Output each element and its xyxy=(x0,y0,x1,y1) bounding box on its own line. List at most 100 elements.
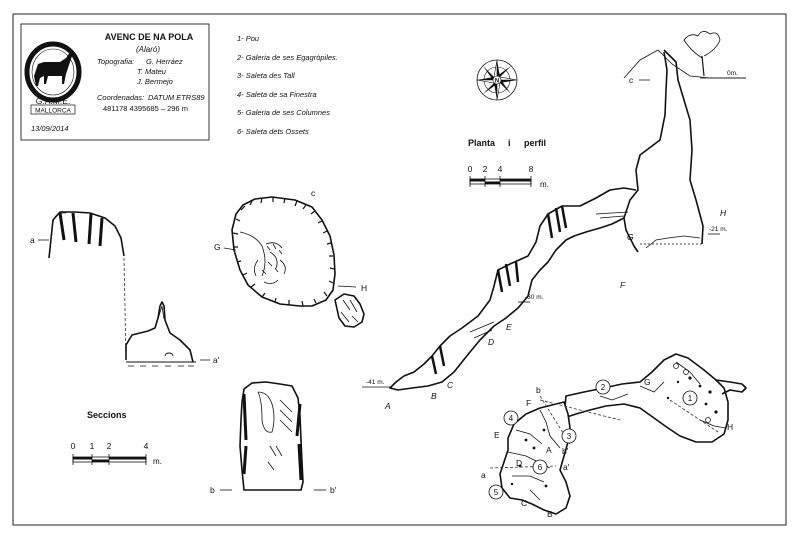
svg-text:2: 2 xyxy=(601,383,606,392)
plan-outline-main xyxy=(563,353,729,443)
sec-scale-tick-0: 0 xyxy=(71,441,76,451)
cave-profile: 0m. c H -21 m. G F -30 m. E D C B A -41 … xyxy=(362,31,746,411)
survey-date: 13/09/2014 xyxy=(31,124,69,133)
plan-number-1: 1 xyxy=(682,390,698,406)
plan-scale-unit: m. xyxy=(540,180,549,189)
sections-scale: Seccions 0 1 2 4 m. xyxy=(71,410,162,466)
author-1: G. Herráez xyxy=(146,57,183,66)
profile-label-E: E xyxy=(506,322,512,332)
sec-scale-tick-2: 2 xyxy=(107,441,112,451)
plan-scale-tick-0: 0 xyxy=(468,164,473,174)
plan-title-b: i xyxy=(508,138,511,148)
plan-label-F: F xyxy=(526,398,531,408)
plan-label-D: D xyxy=(516,458,522,468)
author-3: J. Bermejo xyxy=(136,77,173,86)
profile-label-D: D xyxy=(488,337,494,347)
depth-30: -30 m. xyxy=(525,294,544,301)
section-label-G: G xyxy=(214,242,221,252)
plan-profile-title: Planta i perfil xyxy=(468,138,546,148)
title-block-frame xyxy=(20,23,210,141)
datum: DATUM ETRS89 xyxy=(148,93,205,102)
section-b: b b' xyxy=(210,381,337,495)
profile-gallery-lower xyxy=(397,217,625,391)
svg-text:5: 5 xyxy=(494,488,499,497)
section-label-a-prime: a' xyxy=(213,355,220,365)
sections-title: Seccions xyxy=(87,410,127,420)
profile-label-c: c xyxy=(629,75,634,85)
section-label-c: c xyxy=(311,188,316,198)
depth-21: -21 m. xyxy=(709,226,728,233)
depth-0: 0m. xyxy=(727,70,738,77)
section-a-lower xyxy=(125,301,194,363)
compass-rose-icon: N xyxy=(476,59,518,101)
section-label-b: b xyxy=(210,485,215,495)
logo-sub-box xyxy=(30,104,76,115)
author-2: T. Mateu xyxy=(137,67,167,76)
plan-label-A: A xyxy=(546,445,552,455)
section-label-H: H xyxy=(361,283,367,293)
profile-shaft-right xyxy=(663,49,704,245)
profile-label-H: H xyxy=(720,208,727,218)
profile-label-F: F xyxy=(620,280,626,290)
plan-number-2: 2 xyxy=(595,379,611,395)
sec-scale-tick-1: 1 xyxy=(90,441,95,451)
sheet-frame xyxy=(12,13,787,526)
section-c: c G H xyxy=(214,188,367,328)
profile-shaft-left xyxy=(623,51,668,253)
plan-number-4: 4 xyxy=(503,410,519,426)
plan-H-passage xyxy=(715,379,747,395)
coords-value: 481178 4395685 – 296 m xyxy=(103,104,188,113)
plan-title-c: perfil xyxy=(524,138,546,148)
svg-text:4: 4 xyxy=(509,414,514,423)
legend-item-4: 4- Saleta de sa Finestra xyxy=(237,90,317,99)
svg-text:3: 3 xyxy=(567,432,572,441)
section-label-a: a xyxy=(30,235,35,245)
section-a-ceiling xyxy=(48,211,125,259)
logo-ring-icon xyxy=(24,41,82,103)
tree-icon xyxy=(683,31,721,77)
plan-label-H: H xyxy=(727,422,733,432)
section-c-outline xyxy=(231,196,336,307)
legend-item-3: 3- Saleta des Tall xyxy=(237,71,295,80)
plan-number-3: 3 xyxy=(561,428,577,444)
sec-scale-tick-4: 4 xyxy=(144,441,149,451)
plan-scale-bar: 0 2 4 8 m. xyxy=(468,164,549,189)
plan-label-C: C xyxy=(521,498,527,508)
plan-label-b: b xyxy=(536,385,541,395)
legend-item-5: 5- Galeria de ses Columnes xyxy=(237,108,330,117)
svg-text:6: 6 xyxy=(538,463,543,472)
plan-label-E: E xyxy=(494,430,500,440)
cave-municipality: (Alaró) xyxy=(136,45,160,54)
depth-41: -41 m. xyxy=(366,379,385,386)
section-c-lobe xyxy=(334,293,365,328)
sec-scale-unit: m. xyxy=(153,457,162,466)
section-b-outline xyxy=(239,381,304,491)
profile-label-A: A xyxy=(384,401,391,411)
legend: 1- Pou 2- Galeria de ses Egagròpiles. 3-… xyxy=(236,34,338,136)
logo-sub: MALLORCA xyxy=(35,108,71,115)
plan-label-a: a xyxy=(481,470,486,480)
legend-item-1: 1- Pou xyxy=(237,34,260,43)
logo-name: G.A.M.E. xyxy=(36,96,70,106)
plan-title-a: Planta xyxy=(468,138,496,148)
title-block: G.A.M.E. MALLORCA AVENC DE NA POLA (Alar… xyxy=(20,23,210,141)
section-a: a a' xyxy=(30,211,220,367)
coords-label: Coordenadas: xyxy=(97,93,144,102)
profile-label-C: C xyxy=(447,380,454,390)
profile-label-G: G xyxy=(627,232,634,242)
game-logo: G.A.M.E. MALLORCA xyxy=(24,41,82,115)
plan-label-a-prime: a' xyxy=(563,462,570,472)
plan-label-b-prime: b' xyxy=(562,446,569,456)
plan-scale-tick-8: 8 xyxy=(529,164,534,174)
cave-plan: 1 2 3 4 5 6 G H F E D C B A b xyxy=(481,353,747,519)
plan-scale-tick-2: 2 xyxy=(483,164,488,174)
profile-gallery-upper xyxy=(389,187,637,391)
section-label-b-prime: b' xyxy=(330,485,337,495)
plan-number-6: 6 xyxy=(532,459,548,475)
svg-text:1: 1 xyxy=(688,394,693,403)
profile-label-B: B xyxy=(431,391,437,401)
cave-title: AVENC DE NA POLA xyxy=(105,32,194,42)
topography-label: Topografia: xyxy=(97,57,134,66)
plan-label-B: B xyxy=(547,509,553,519)
